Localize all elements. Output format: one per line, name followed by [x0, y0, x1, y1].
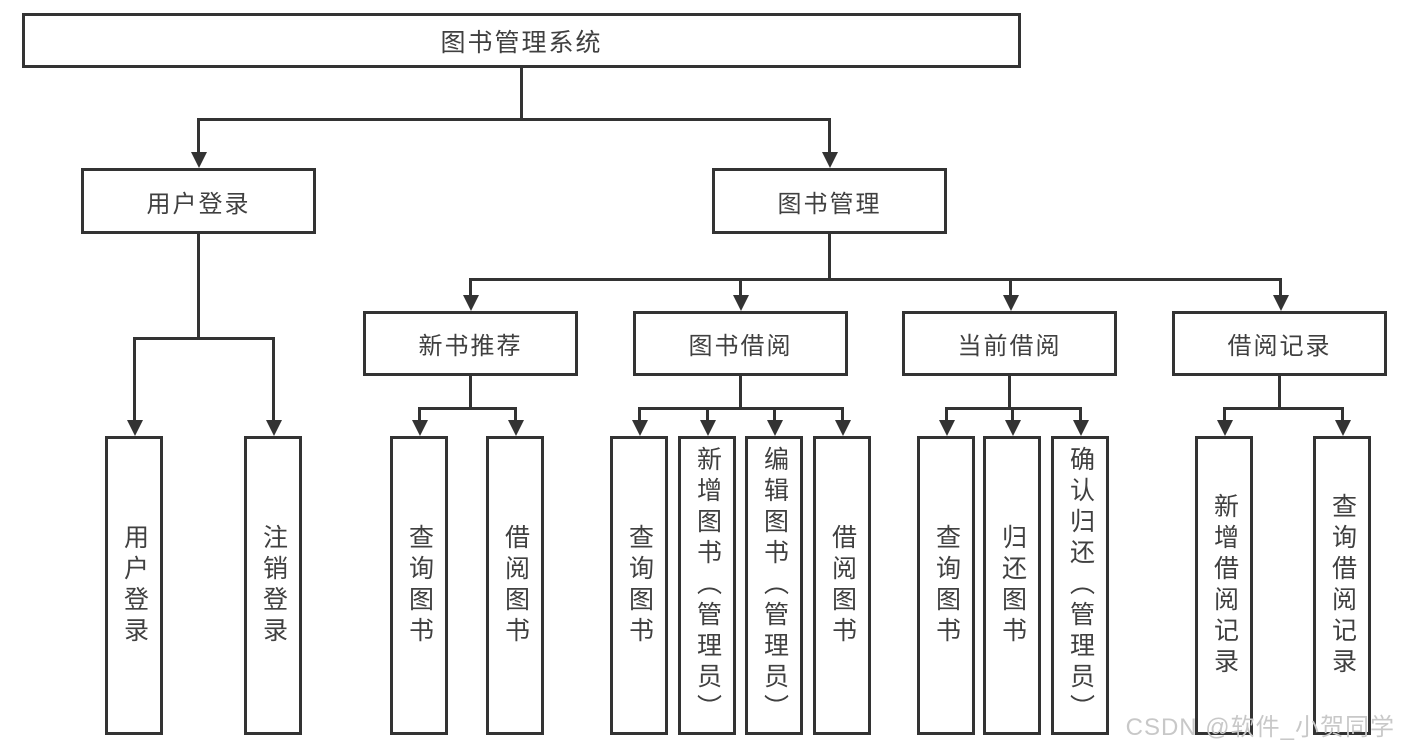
connector-line: [1278, 376, 1281, 407]
leaf-label: 归还图书: [998, 523, 1027, 648]
leaf-query-books-recommend: 查询图书: [390, 436, 448, 735]
leaf-label: 查询图书: [932, 523, 961, 648]
connector-arrow: [821, 118, 838, 168]
leaf-edit-book-admin: 编辑图书（管理员）: [745, 436, 803, 735]
connector-arrow: [699, 407, 716, 436]
connector-arrow: [1334, 407, 1351, 436]
leaf-query-books-borrowing: 查询图书: [610, 436, 668, 735]
connector-line: [133, 337, 275, 340]
leaf-confirm-return-admin: 确认归还（管理员）: [1051, 436, 1109, 735]
connector-line: [520, 68, 523, 118]
leaf-label: 注销登录: [259, 523, 288, 648]
leaf-add-book-admin: 新增图书（管理员）: [678, 436, 736, 735]
connector-line: [638, 407, 844, 410]
leaf-label: 用户登录: [120, 523, 149, 648]
connector-arrow: [1004, 407, 1021, 436]
connector-arrow: [1002, 278, 1019, 311]
node-borrowing-records: 借阅记录: [1172, 311, 1387, 376]
connector-line: [1008, 376, 1011, 407]
node-label: 图书借阅: [688, 333, 793, 360]
connector-arrow: [1216, 407, 1233, 436]
node-label: 借阅记录: [1227, 333, 1332, 360]
leaf-label: 查询图书: [625, 523, 654, 648]
connector-arrow: [938, 407, 955, 436]
node-label: 图书管理系统: [440, 28, 603, 57]
connector-line: [197, 118, 831, 121]
connector-arrow: [732, 278, 749, 311]
leaf-label: 查询借阅记录: [1328, 492, 1357, 679]
node-current-borrowing: 当前借阅: [902, 311, 1117, 376]
leaf-label: 新增图书（管理员）: [693, 446, 722, 725]
leaf-return-book: 归还图书: [983, 436, 1041, 735]
leaf-label: 新增借阅记录: [1210, 492, 1239, 679]
node-label: 当前借阅: [957, 333, 1062, 360]
connector-line: [1223, 407, 1344, 410]
leaf-query-borrow-record: 查询借阅记录: [1313, 436, 1371, 735]
node-label: 用户登录: [146, 190, 251, 218]
connector-arrow: [631, 407, 648, 436]
connector-line: [469, 376, 472, 407]
connector-arrow: [265, 337, 282, 436]
connector-arrow: [411, 407, 428, 436]
leaf-query-books-current: 查询图书: [917, 436, 975, 735]
connector-arrow: [766, 407, 783, 436]
leaf-label: 借阅图书: [501, 523, 530, 648]
leaf-label: 借阅图书: [828, 523, 857, 648]
connector-arrow: [126, 337, 143, 436]
connector-line: [469, 278, 1282, 281]
leaf-label: 确认归还（管理员）: [1066, 446, 1095, 725]
node-new-book-recommend: 新书推荐: [363, 311, 578, 376]
connector-arrow: [190, 118, 207, 168]
leaf-borrow-books-borrowing: 借阅图书: [813, 436, 871, 735]
leaf-add-borrow-record: 新增借阅记录: [1195, 436, 1253, 735]
node-user-login: 用户登录: [81, 168, 316, 234]
node-label: 新书推荐: [418, 333, 523, 360]
connector-line: [828, 234, 831, 278]
connector-arrow: [462, 278, 479, 311]
leaf-user-login: 用户登录: [105, 436, 163, 735]
leaf-label: 编辑图书（管理员）: [760, 446, 789, 725]
node-library-management-system: 图书管理系统: [22, 13, 1021, 68]
connector-arrow: [507, 407, 524, 436]
connector-arrow: [1272, 278, 1289, 311]
csdn-watermark: CSDN @软件_小贺同学: [1125, 714, 1395, 741]
leaf-label: 查询图书: [405, 523, 434, 648]
node-book-management: 图书管理: [712, 168, 947, 234]
connector-line: [739, 376, 742, 407]
connector-arrow: [1072, 407, 1089, 436]
leaf-logout: 注销登录: [244, 436, 302, 735]
leaf-borrow-books-recommend: 借阅图书: [486, 436, 544, 735]
node-book-borrowing: 图书借阅: [633, 311, 848, 376]
connector-line: [197, 234, 200, 337]
node-label: 图书管理: [777, 190, 882, 218]
connector-line: [418, 407, 517, 410]
connector-arrow: [834, 407, 851, 436]
